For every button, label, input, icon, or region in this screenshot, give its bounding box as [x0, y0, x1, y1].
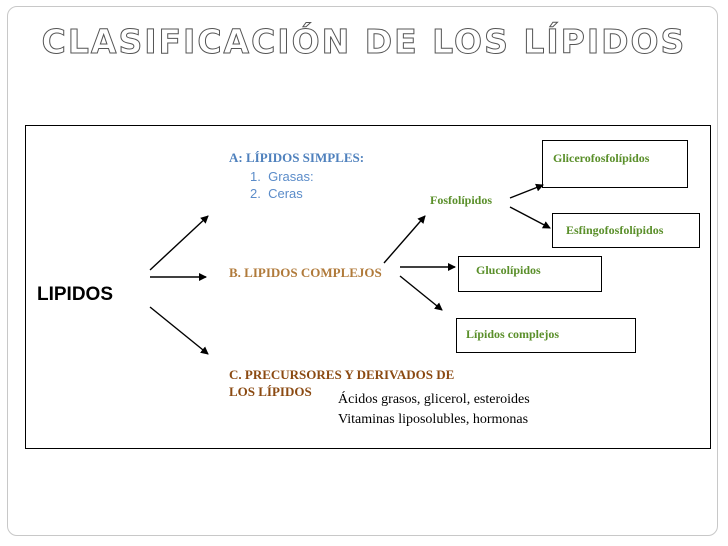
- simple-item-number: 2.: [250, 186, 261, 201]
- arrow-to-precursors: [149, 306, 209, 355]
- precursors-heading-line1: C. PRECURSORES Y DERIVADOS DE: [229, 367, 455, 382]
- fosfolipidos-label: Fosfolípidos: [430, 193, 493, 207]
- arrow-to-esfingofosfolipidos: [509, 206, 551, 229]
- glucolipidos-box: Glucolípidos: [458, 256, 602, 292]
- arrow-to-glicerofosfolipidos: [509, 183, 544, 199]
- glicerofosfolipidos-label: Glicerofosfolípidos: [553, 151, 650, 165]
- arrow-to-lipidos-complejos: [399, 275, 443, 311]
- lipidos-complejos-box: Lípidos complejos: [456, 318, 636, 353]
- precursors-heading: C. PRECURSORES Y DERIVADOS DE LOS LÍPIDO…: [229, 366, 454, 400]
- examples-line1: Ácidos grasos, glicerol, esteroides: [338, 392, 530, 407]
- simple-item-grasas: 1. Grasas:: [250, 169, 314, 184]
- slide-frame: [7, 6, 718, 536]
- diagram-frame: [25, 125, 711, 449]
- esfingofosfolipidos-label: Esfingofosfolípidos: [566, 223, 664, 237]
- complex-lipids-heading: B. LIPIDOS COMPLEJOS: [229, 265, 382, 280]
- simple-lipids-heading: A: LÍPIDOS SIMPLES:: [229, 150, 365, 165]
- main-label-lipidos: LIPIDOS: [37, 284, 114, 305]
- precursors-heading-line2: LOS LÍPIDOS: [229, 384, 312, 399]
- simple-item-number: 1.: [250, 169, 261, 184]
- esfingofosfolipidos-box: Esfingofosfolípidos: [552, 213, 700, 248]
- slide-title: CLASIFICACIÓN DE LOS LÍPIDOS: [41, 22, 687, 62]
- simple-item-text: Grasas:: [268, 169, 314, 184]
- lipidos-complejos-label: Lípidos complejos: [466, 327, 560, 341]
- glicerofosfolipidos-box: Glicerofosfolípidos: [542, 140, 688, 188]
- arrow-to-fosfolipidos: [383, 215, 426, 264]
- precursors-examples: Ácidos grasos, glicerol, esteroides Vita…: [338, 390, 530, 430]
- glucolipidos-label: Glucolípidos: [476, 263, 541, 277]
- simple-item-ceras: 2. Ceras: [250, 186, 303, 201]
- examples-line2: Vitaminas liposolubles, hormonas: [338, 412, 529, 427]
- arrow-to-simple: [149, 215, 209, 271]
- simple-item-text: Ceras: [268, 186, 303, 201]
